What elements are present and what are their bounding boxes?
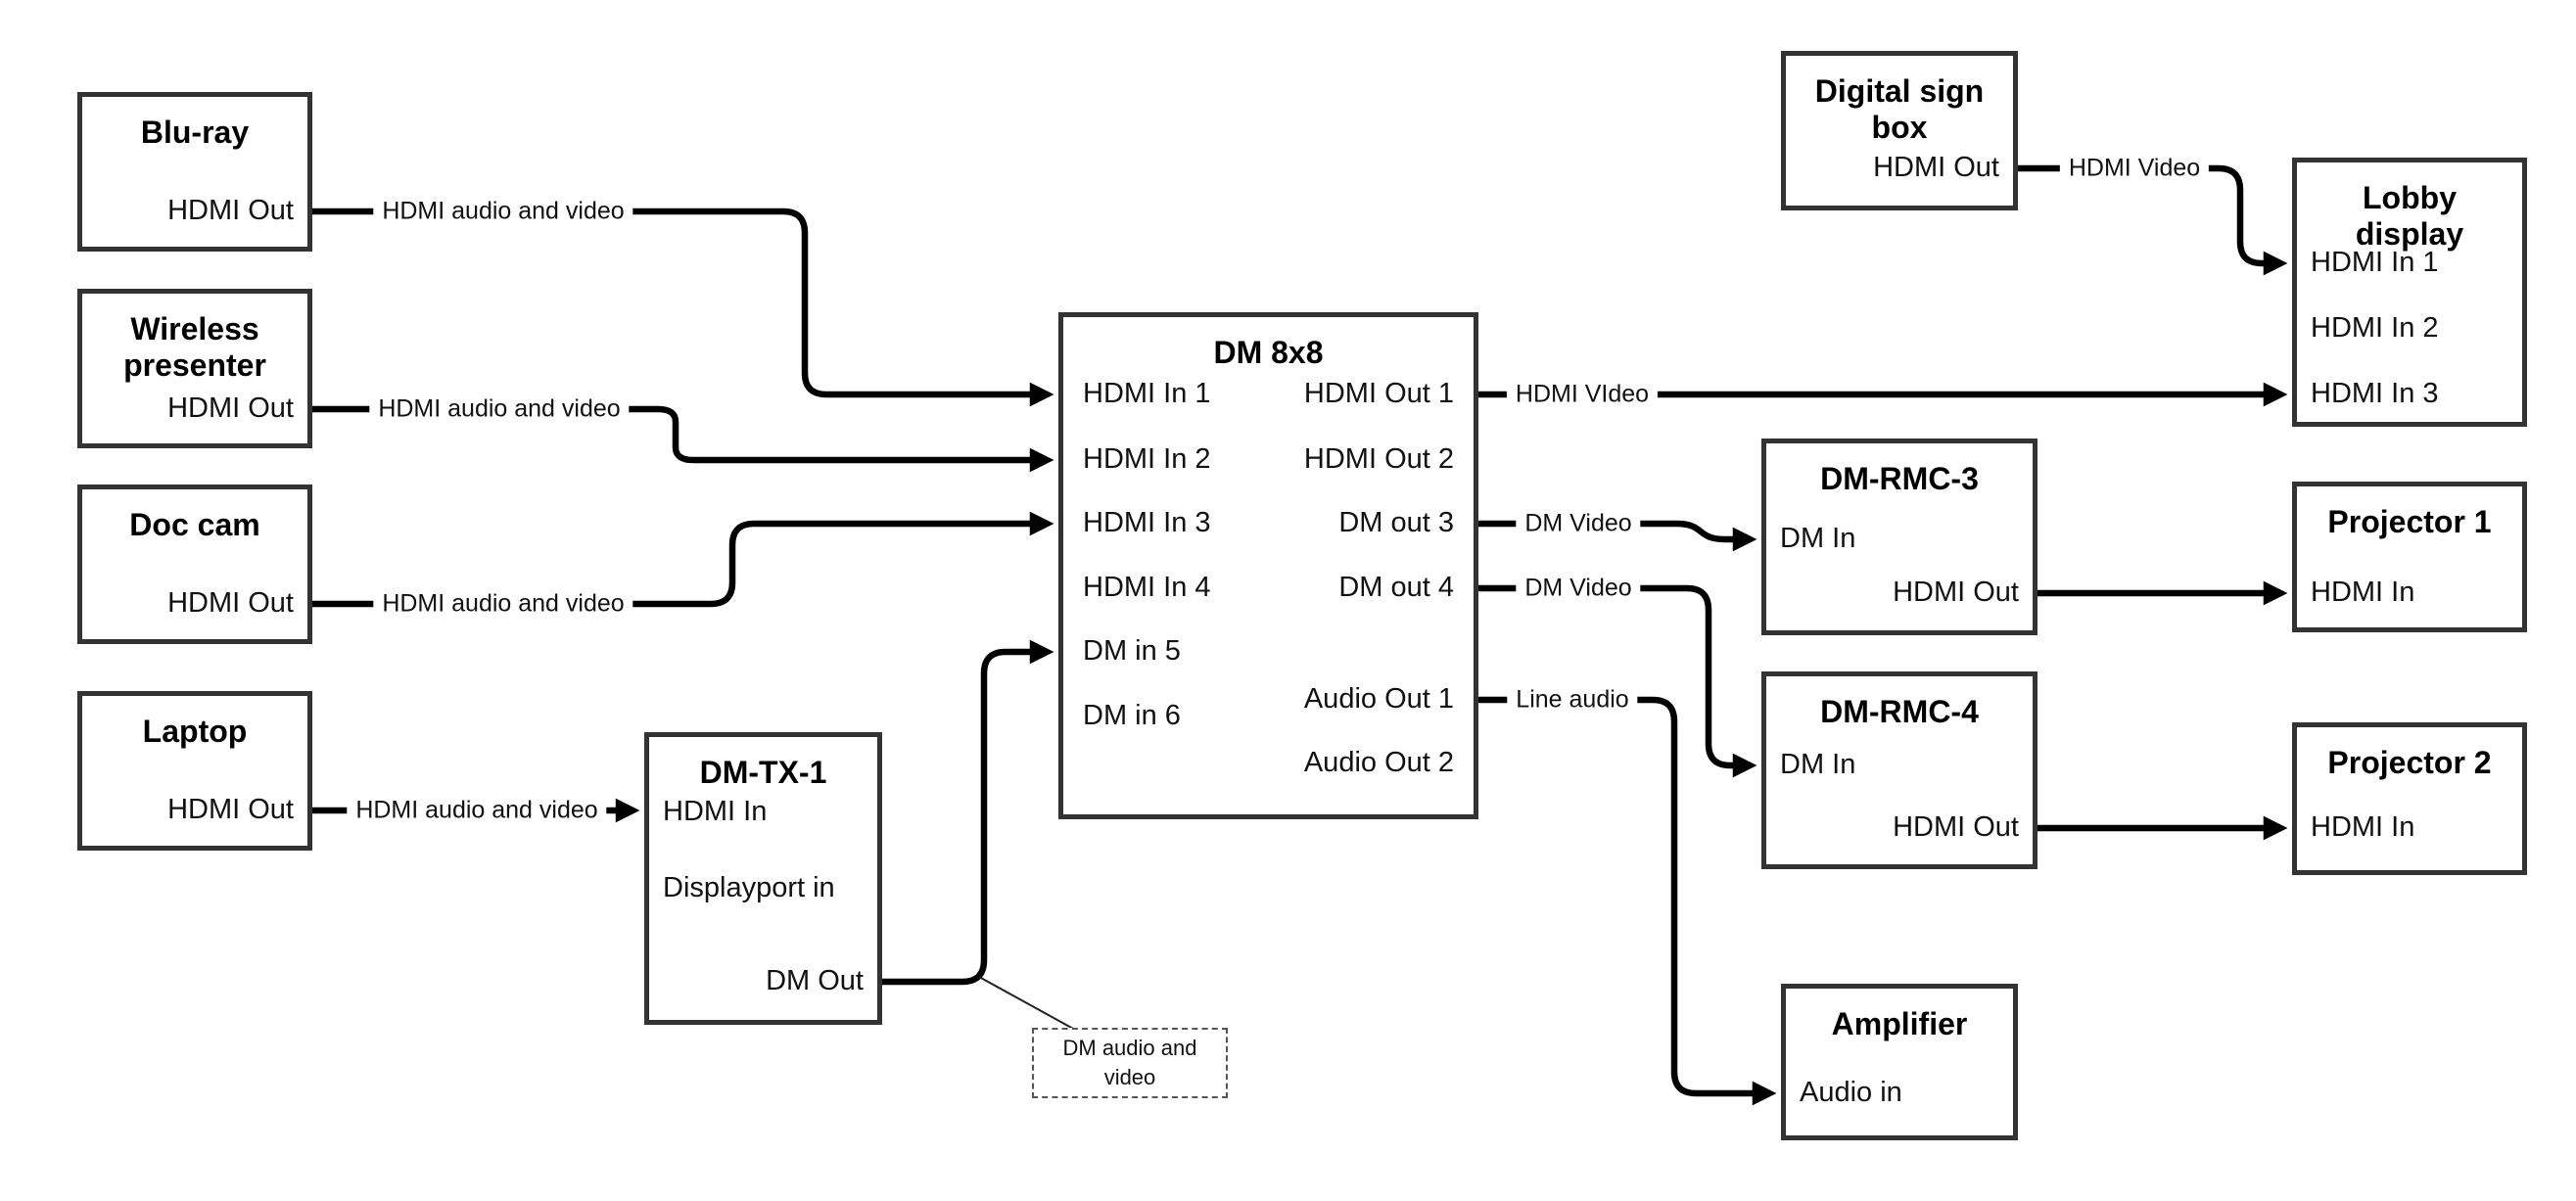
port-laptop-hdmi-out: HDMI Out — [167, 794, 294, 825]
connection-dmtx1-to-dm8x8-in5 — [882, 639, 1054, 986]
device-title-dm-rmc-3: DM-RMC-3 — [1820, 461, 1979, 496]
port-dm-8x8-hdmi-in-4: HDMI In 4 — [1083, 572, 1211, 603]
port-dm-rmc-4-dm-in: DM In — [1780, 749, 1856, 780]
port-dm-8x8-hdmi-in-3: HDMI In 3 — [1083, 507, 1211, 538]
port-amplifier-audio-in: Audio in — [1800, 1077, 1902, 1108]
connection-label-wireless-to-dm8x8-in2: HDMI audio and video — [369, 394, 630, 424]
device-title-projector-1: Projector 1 — [2327, 504, 2492, 539]
device-box-dm-rmc-4: DM-RMC-4 DM In HDMI Out — [1761, 671, 2037, 869]
connection-label-sign-to-lobby-in1: HDMI Video — [2059, 154, 2210, 183]
device-title-wireless-presenter: Wireless presenter — [123, 311, 266, 384]
connection-wireless-to-dm8x8-in2 — [312, 405, 1054, 473]
port-dm-8x8-hdmi-in-1: HDMI In 1 — [1083, 378, 1211, 409]
port-doc-cam-hdmi-out: HDMI Out — [167, 587, 294, 619]
device-title-dm-rmc-4: DM-RMC-4 — [1820, 694, 1979, 729]
port-projector-2-hdmi-in: HDMI In — [2311, 811, 2415, 843]
port-dm-8x8-dm-in-6: DM in 6 — [1083, 700, 1181, 731]
device-title-digital-sign-box: Digital sign box — [1814, 73, 1985, 146]
port-dm-8x8-audio-out-2: Audio Out 2 — [1303, 747, 1454, 778]
callout-box: DM audio and video — [1032, 1028, 1228, 1098]
callout-label: DM audio and video — [1062, 1036, 1197, 1089]
port-dm-8x8-dm-out-3: DM out 3 — [1338, 507, 1454, 538]
connection-dm8x8-audio1-to-amp — [1478, 696, 1777, 1106]
port-dm-rmc-4-hdmi-out: HDMI Out — [1893, 811, 2019, 843]
connection-label-doccam-to-dm8x8-in3: HDMI audio and video — [373, 589, 633, 619]
port-digital-sign-box-hdmi-out: HDMI Out — [1873, 152, 1999, 183]
device-box-dm-rmc-3: DM-RMC-3 DM In HDMI Out — [1761, 439, 2037, 635]
port-wireless-presenter-hdmi-out: HDMI Out — [167, 393, 294, 424]
connection-label-bluray-to-dm8x8-in1: HDMI audio and video — [373, 197, 633, 226]
device-title-amplifier: Amplifier — [1831, 1006, 1968, 1041]
connection-label-dm8x8-audio1-to-amp: Line audio — [1507, 685, 1638, 715]
device-box-projector-1: Projector 1 HDMI In — [2292, 482, 2527, 632]
connection-label-dm8x8-out4-to-rmc4: DM Video — [1516, 574, 1641, 603]
port-dm-tx-1-dm-out: DM Out — [766, 965, 864, 996]
connection-bluray-to-dm8x8-in1 — [312, 208, 1054, 407]
port-dm-8x8-audio-out-1: Audio Out 1 — [1303, 683, 1454, 715]
callout-leader-line — [978, 976, 1076, 1031]
port-dm-tx-1-displayport-in: Displayport in — [663, 872, 835, 903]
device-title-dm-tx-1: DM-TX-1 — [699, 755, 827, 790]
port-dm-8x8-hdmi-in-2: HDMI In 2 — [1083, 443, 1211, 475]
connection-dm8x8-out3-to-rmc3 — [1478, 520, 1757, 552]
port-blu-ray-hdmi-out: HDMI Out — [167, 195, 294, 226]
connection-dm8x8-out4-to-rmc4 — [1478, 584, 1757, 778]
connection-label-laptop-to-dmtx1: HDMI audio and video — [347, 796, 607, 825]
port-dm-8x8-dm-in-5: DM in 5 — [1083, 635, 1181, 667]
device-title-blu-ray: Blu-ray — [140, 115, 250, 150]
device-title-dm-8x8: DM 8x8 — [1213, 335, 1324, 370]
port-dm-8x8-hdmi-out-2: HDMI Out 2 — [1303, 443, 1454, 475]
connection-sign-to-lobby-in1 — [2018, 164, 2288, 276]
connection-label-dm8x8-out3-to-rmc3: DM Video — [1516, 509, 1641, 538]
connection-doccam-to-dm8x8-in3 — [312, 511, 1054, 608]
connection-label-dm8x8-out1-to-lobby-in3: HDMI VIdeo — [1506, 380, 1659, 409]
port-dm-tx-1-hdmi-in: HDMI In — [663, 796, 768, 827]
device-title-lobby-display: Lobby display — [2355, 180, 2464, 253]
port-lobby-display-hdmi-in-1: HDMI In 1 — [2311, 247, 2439, 278]
port-projector-1-hdmi-in: HDMI In — [2311, 577, 2415, 608]
port-dm-8x8-dm-out-4: DM out 4 — [1338, 572, 1454, 603]
device-title-projector-2: Projector 2 — [2327, 745, 2492, 780]
port-dm-8x8-hdmi-out-1: HDMI Out 1 — [1303, 378, 1454, 409]
device-title-doc-cam: Doc cam — [129, 507, 260, 542]
port-dm-rmc-3-hdmi-out: HDMI Out — [1893, 577, 2019, 608]
device-title-laptop: Laptop — [142, 714, 248, 749]
port-dm-rmc-3-dm-in: DM In — [1780, 523, 1856, 554]
port-lobby-display-hdmi-in-3: HDMI In 3 — [2311, 378, 2439, 409]
device-box-projector-2: Projector 2 HDMI In — [2292, 722, 2527, 875]
port-lobby-display-hdmi-in-2: HDMI In 2 — [2311, 312, 2439, 344]
